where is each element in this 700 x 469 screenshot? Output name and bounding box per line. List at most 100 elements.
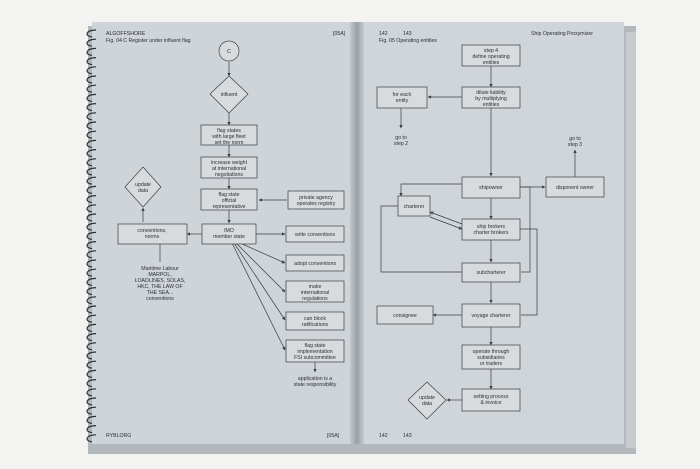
- text-goto2-l1: go to: [395, 135, 407, 141]
- left-footer-code: [05A]: [327, 433, 340, 439]
- spiral-ring: [86, 57, 97, 66]
- spiral-ring: [86, 296, 97, 305]
- left-header-title: ALGOFFSHORE: [106, 31, 146, 37]
- node-write-conventions: write conventions: [295, 232, 335, 238]
- text-maritime-l1: Maritime Labour: [141, 266, 179, 272]
- spiral-ring: [86, 29, 97, 38]
- node-flag-official-l1: flag state: [218, 192, 239, 198]
- node-consignee: consignee: [393, 313, 417, 319]
- right-header-num2: 143: [403, 31, 412, 37]
- spiral-ring: [86, 397, 97, 406]
- right-header-title: Ship Operating Proxymizer: [531, 31, 593, 37]
- node-fsi-l2: implementation: [297, 349, 332, 355]
- spiral-ring: [86, 259, 97, 268]
- text-maritime-l2: MARPOL,: [148, 272, 171, 278]
- right-flowchart-shapes: [376, 44, 605, 420]
- text-goto3-l2: step 3: [568, 142, 582, 148]
- node-dilute-l2: by multiplying: [475, 96, 507, 102]
- left-footer-brand: RYBLORG: [106, 433, 131, 439]
- left-flowchart-lines: [141, 62, 317, 373]
- spiral-ring: [86, 250, 97, 259]
- node-flag-official-l2: official: [222, 198, 237, 204]
- node-operate-l2: subsidiaries: [477, 355, 505, 361]
- node-brokers-l2: charter brokers: [474, 230, 509, 236]
- text-goto3-l1: go to: [569, 136, 581, 142]
- spiral-ring: [86, 204, 97, 213]
- node-c: C: [227, 49, 231, 55]
- node-make-l1: make: [309, 284, 322, 290]
- node-flag-states-l3: set the norm: [215, 140, 244, 146]
- node-make-l3: regulations: [302, 296, 328, 302]
- spiral-ring: [86, 360, 97, 369]
- node-fsi-l3: FSI subcommittee: [294, 355, 336, 361]
- node-imo-l2: member state: [213, 234, 245, 240]
- node-imo-l1: IMO: [224, 228, 234, 234]
- node-disponent: disponent owner: [556, 185, 594, 191]
- spiral-ring: [86, 369, 97, 378]
- text-goto2-l2: step 2: [394, 141, 408, 147]
- text-maritime-l6: conventions: [146, 296, 174, 302]
- node-step4-l2: define operating: [472, 54, 509, 60]
- node-flag-states-l2: with large fleet: [212, 134, 246, 140]
- spiral-ring: [86, 323, 97, 332]
- spiral-ring: [86, 139, 97, 148]
- node-block-l2: ratifications: [302, 322, 329, 328]
- spiral-ring: [86, 176, 97, 185]
- spiral-ring: [86, 231, 97, 240]
- spiral-ring: [86, 305, 97, 314]
- node-voyage: voyage charterer: [472, 313, 511, 319]
- spiral-binding: [86, 29, 97, 443]
- node-conventions-l2: norms: [145, 234, 160, 240]
- spiral-ring: [86, 379, 97, 388]
- node-dilute-l1: dilute liability: [476, 90, 506, 96]
- text-application-l2: state responsibility: [294, 382, 337, 388]
- spiral-ring: [86, 47, 97, 56]
- node-step4-l1: step 4: [484, 48, 498, 54]
- node-update-l2: data: [138, 188, 148, 194]
- spiral-ring: [86, 103, 97, 112]
- spiral-ring: [86, 287, 97, 296]
- spiral-ring: [86, 158, 97, 167]
- node-increase-l2: at international: [212, 166, 246, 172]
- spiral-ring: [86, 314, 97, 323]
- spiral-ring: [86, 167, 97, 176]
- node-adopt-conventions: adopt conventions: [294, 261, 337, 267]
- book-gutter: [350, 22, 364, 444]
- node-flag-states-l1: flag states: [217, 128, 241, 134]
- spiral-ring: [86, 130, 97, 139]
- spiral-ring: [86, 333, 97, 342]
- node-step4-l3: entities: [483, 60, 500, 66]
- node-for-each-l2: entity: [396, 98, 409, 104]
- node-charterer: charterer: [404, 204, 425, 210]
- node-update-r-l1: update: [419, 395, 435, 401]
- right-footer-num2: 143: [403, 433, 412, 439]
- right-header-figure: Fig. 05 Operating entities: [379, 38, 437, 44]
- text-application-l1: application is a: [298, 376, 332, 382]
- node-update-l1: update: [135, 182, 151, 188]
- spiral-ring: [86, 268, 97, 277]
- spiral-ring: [86, 185, 97, 194]
- spiral-ring: [86, 38, 97, 47]
- text-maritime-l5: THE SEA...: [147, 290, 174, 296]
- node-fsi-l1: flag state: [304, 343, 325, 349]
- text-maritime-l3: LOADLINES, SOLAS,: [135, 278, 186, 284]
- spiral-ring: [86, 406, 97, 415]
- node-conventions-l1: conventions,: [137, 228, 166, 234]
- right-footer-num1: 142: [379, 433, 388, 439]
- spiral-ring: [86, 93, 97, 102]
- spiral-ring: [86, 84, 97, 93]
- node-influent: influent: [221, 92, 238, 98]
- node-make-l2: international: [301, 290, 329, 296]
- spiral-ring: [86, 241, 97, 250]
- spiral-ring: [86, 342, 97, 351]
- spiral-ring: [86, 66, 97, 75]
- node-increase-l1: increase weight: [211, 160, 248, 166]
- node-update-r-l2: data: [422, 401, 432, 407]
- node-brokers-l1: ship brokers: [477, 224, 506, 230]
- node-subcharterer: subcharterer: [476, 270, 505, 276]
- spiral-ring: [86, 121, 97, 130]
- right-header-num1: 142: [379, 31, 388, 37]
- node-setting-l1: setting process: [474, 394, 509, 400]
- node-private-l2: operates registry: [297, 201, 336, 207]
- spiral-ring: [86, 75, 97, 84]
